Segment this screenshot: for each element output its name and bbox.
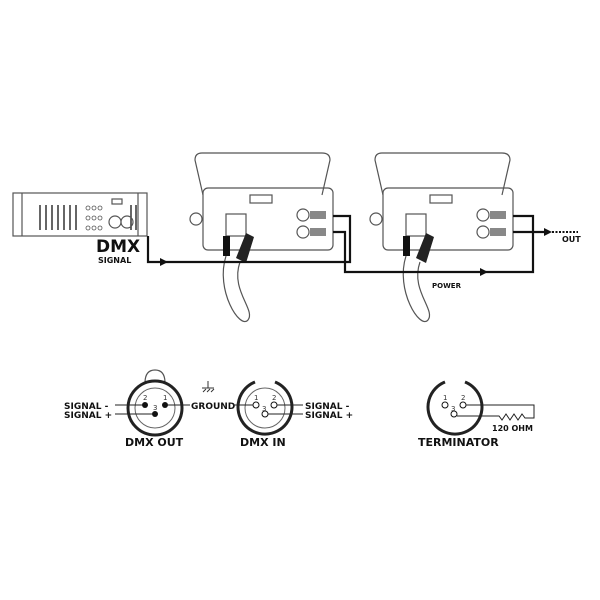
dmx-out-signal-minus: SIGNAL - (64, 402, 109, 412)
dmx-controller (12, 192, 148, 237)
arrow-icon (160, 258, 168, 266)
signal-label: SIGNAL (98, 256, 131, 265)
ground-icon (202, 381, 215, 393)
dmx-out-connector: 2 1 3 (115, 369, 190, 437)
dmx-in-signal-minus: SIGNAL - (305, 402, 350, 412)
out-label: OUT (562, 235, 581, 244)
dmx-label: DMX (96, 237, 140, 257)
svg-text:2: 2 (461, 394, 465, 402)
resistor-label: 120 OHM (492, 424, 533, 433)
svg-text:3: 3 (153, 404, 157, 412)
terminator-connector: 1 2 3 (426, 380, 535, 436)
terminator-title: TERMINATOR (418, 436, 499, 449)
dmx-in-title: DMX IN (240, 436, 286, 449)
svg-text:3: 3 (262, 405, 266, 413)
dmx-in-signal-plus: SIGNAL + (305, 411, 353, 421)
dmx-out-signal-plus: SIGNAL + (64, 411, 112, 421)
svg-text:1: 1 (163, 394, 167, 402)
dmx-input-cable (146, 214, 352, 264)
arrow-icon (480, 268, 488, 276)
resistor-icon (457, 404, 535, 421)
power-label: POWER (432, 282, 462, 290)
svg-text:1: 1 (254, 394, 258, 402)
ground-label: GROUND (191, 402, 235, 412)
fixture-2 (369, 152, 514, 323)
fixture-1 (189, 152, 334, 323)
svg-text:3: 3 (451, 405, 455, 413)
svg-text:2: 2 (272, 394, 276, 402)
link-cable (333, 214, 535, 274)
svg-text:2: 2 (143, 394, 147, 402)
dmx-out-title: DMX OUT (125, 436, 184, 449)
arrow-icon (544, 228, 552, 236)
svg-text:1: 1 (443, 394, 447, 402)
dmx-in-connector: 1 2 3 (233, 380, 303, 436)
